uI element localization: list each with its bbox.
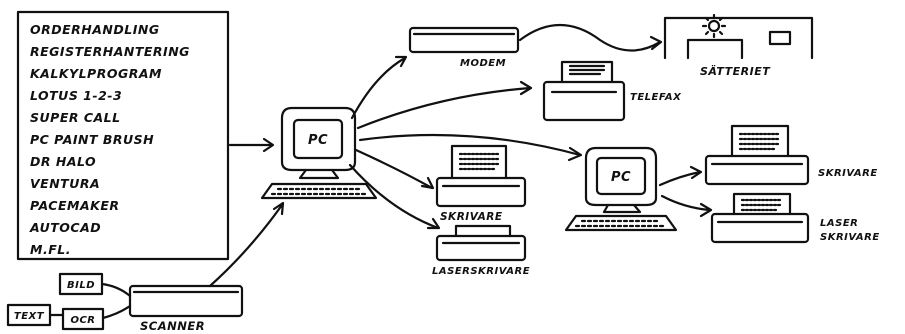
skrivare-right-label: SKRIVARE: [818, 168, 878, 179]
telefax: TELEFAX: [542, 60, 682, 122]
laser-right-label-2: SKRIVARE: [820, 232, 880, 243]
software-item: AUTOCAD: [29, 220, 101, 235]
pc-second: PC: [564, 146, 678, 232]
software-item: PC PAINT BRUSH: [30, 132, 154, 147]
pc-second-label: PC: [611, 170, 631, 185]
printer-right: SKRIVARE: [704, 124, 878, 186]
scanner-label: SCANNER: [140, 319, 205, 333]
software-item: REGISTERHANTERING: [30, 44, 190, 59]
arrow-pc2-to-skrivare: [658, 165, 703, 187]
software-item: PACEMAKER: [30, 198, 119, 213]
arrow-pc-to-modem: [350, 55, 408, 120]
text-box: TEXT: [6, 303, 65, 327]
software-item: LOTUS 1-2-3: [30, 88, 122, 103]
arrow-pc-to-telefax: [356, 80, 533, 130]
software-item: DR HALO: [30, 154, 96, 169]
software-item: KALKYLPROGRAM: [30, 66, 162, 81]
text-label: TEXT: [14, 311, 45, 322]
ocr-box: OCR: [61, 304, 132, 331]
arrow-pc-to-skrivare: [354, 148, 435, 190]
ocr-label: OCR: [70, 315, 95, 326]
modem: MODEM: [408, 26, 520, 69]
pc-main-label: PC: [308, 133, 328, 148]
setteriet-label: SÄTTERIET: [700, 64, 771, 78]
laser-right-label-1: LASER: [820, 218, 858, 229]
arrow-modem-to-setteriet: [518, 23, 663, 52]
software-item: VENTURA: [30, 176, 100, 191]
laserprinter-center: LASERSKRIVARE: [432, 224, 530, 277]
arrow-pc-to-laserskrivare: [348, 163, 441, 230]
telefax-label: TELEFAX: [630, 92, 682, 103]
software-list-box: ORDERHANDLING REGISTERHANTERING KALKYLPR…: [16, 10, 230, 261]
arrow-scanner-to-pc: [208, 201, 285, 288]
laserskrivare-center-label: LASERSKRIVARE: [432, 266, 530, 277]
bild-label: BILD: [67, 280, 95, 291]
bild-box: BILD: [58, 272, 132, 298]
software-item: M.FL.: [30, 242, 71, 257]
setteriet: SÄTTERIET: [663, 13, 814, 78]
arrow-pc-to-pc2: [358, 133, 583, 162]
arrow-pc2-to-laser: [660, 194, 713, 218]
arrow-list-to-pc: [228, 137, 275, 153]
printer-center: SKRIVARE: [435, 144, 527, 223]
software-item: ORDERHANDLING: [30, 22, 160, 37]
modem-label: MODEM: [460, 58, 506, 69]
laserprinter-right: LASER SKRIVARE: [710, 192, 880, 244]
pc-main: PC: [260, 106, 378, 200]
skrivare-center-label: SKRIVARE: [440, 211, 503, 223]
software-item: SUPER CALL: [30, 110, 121, 125]
scanner: SCANNER: [128, 284, 244, 333]
